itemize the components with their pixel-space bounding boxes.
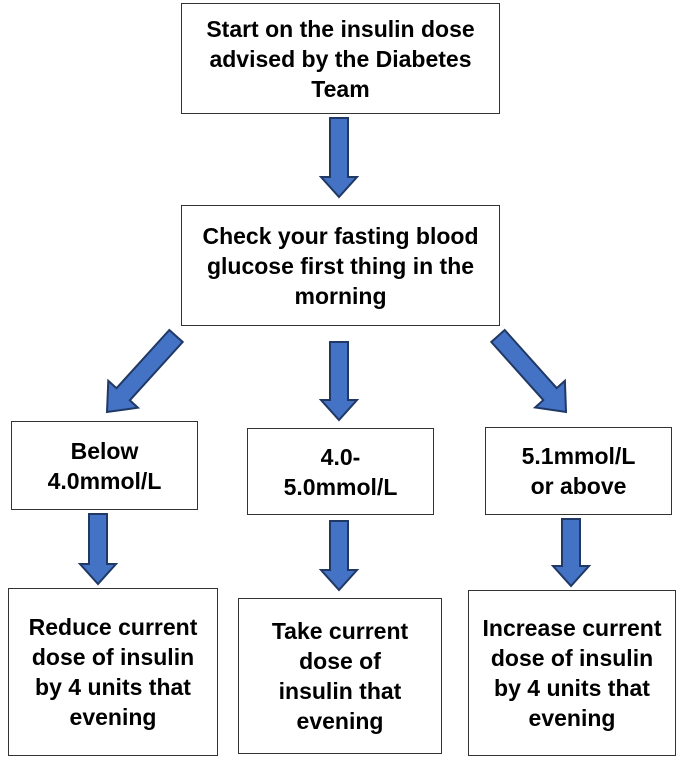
range-above-box: 5.1mmol/L or above [485, 427, 672, 515]
check-box: Check your fasting blood glucose first t… [181, 205, 500, 326]
start-box: Start on the insulin dose advised by the… [181, 3, 500, 114]
range-below-box: Below 4.0mmol/L [11, 421, 198, 510]
action-increase-box: Increase current dose of insulin by 4 un… [468, 590, 676, 756]
range-middle-text: 4.0-5.0mmol/L [283, 443, 398, 500]
range-middle-box: 4.0-5.0mmol/L [247, 428, 434, 515]
range-below-text: Below 4.0mmol/L [47, 437, 162, 494]
down-arrow-icon [318, 341, 360, 422]
diagonal-arrow-icon [105, 328, 185, 414]
down-arrow-icon [550, 518, 592, 588]
range-above-text: 5.1mmol/L or above [521, 443, 636, 499]
action-reduce-box: Reduce current dose of insulin by 4 unit… [8, 588, 218, 756]
down-arrow-icon [77, 513, 119, 586]
down-arrow-icon [318, 117, 360, 199]
diagonal-arrow-icon [489, 328, 568, 414]
check-text: Check your fasting blood glucose first t… [202, 222, 479, 309]
down-arrow-icon [318, 520, 360, 592]
start-text: Start on the insulin dose advised by the… [206, 15, 475, 102]
action-take-text: Take current dose of insulin that evenin… [271, 618, 409, 734]
action-take-box: Take current dose of insulin that evenin… [238, 598, 442, 754]
action-increase-text: Increase current dose of insulin by 4 un… [482, 615, 662, 731]
action-reduce-text: Reduce current dose of insulin by 4 unit… [28, 614, 198, 730]
